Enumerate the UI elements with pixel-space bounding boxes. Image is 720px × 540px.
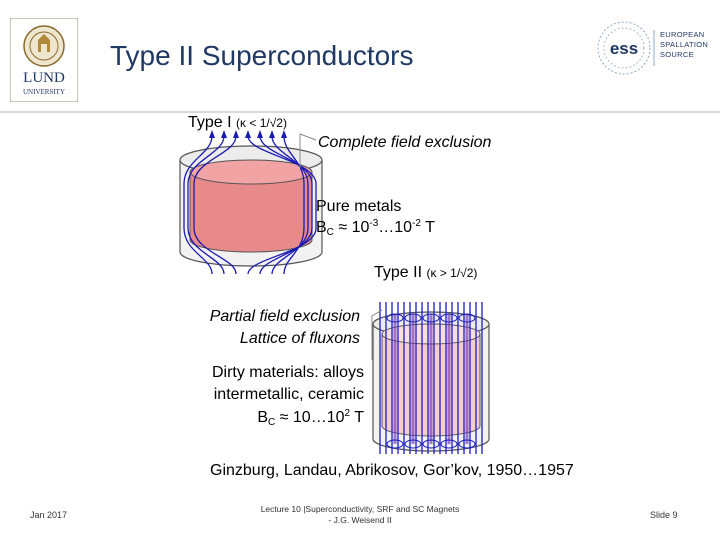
credits-line: Ginzburg, Landau, Abrikosov, Gor’kov, 19… <box>210 462 574 479</box>
bc-text: ≈ 10…10 <box>275 409 345 426</box>
footer-lecture-line2: - J.G. Weisend II <box>328 515 392 525</box>
ess-logo-text: EUROPEAN SPALLATION SOURCE <box>660 30 708 60</box>
type2-material-line2: intermetallic, ceramic <box>213 386 364 403</box>
type1-condition: (κ < 1/√2) <box>236 116 287 130</box>
bc-text: …10 <box>378 219 413 236</box>
lund-university-logo: LUND UNIVERSITY <box>10 18 78 102</box>
type2-condition: (κ > 1/√2) <box>426 266 478 280</box>
type1-material: Pure metals <box>316 198 402 215</box>
slide-number: Slide 9 <box>650 510 678 520</box>
type2-material-line1: Dirty materials: alloys <box>211 364 364 381</box>
lund-logo-line2: UNIVERSITY <box>23 88 65 96</box>
bc-unit: T <box>420 219 435 236</box>
bc-exponent: -2 <box>412 218 421 229</box>
type1-field-lines <box>183 135 317 275</box>
type1-label: Type I (κ < 1/√2) <box>188 114 287 132</box>
type1-label-text: Type I <box>188 114 232 131</box>
ess-mark: ess <box>610 39 638 58</box>
type2-critical-field: BC ≈ 10…102 T <box>150 408 364 428</box>
bc-subscript: C <box>326 227 334 238</box>
bc-exponent: -3 <box>369 218 379 229</box>
footer-date: Jan 2017 <box>30 510 68 520</box>
type2-description-line2: Lattice of fluxons <box>239 330 360 347</box>
type1-arrowheads <box>209 130 287 138</box>
type2-label-text: Type II <box>374 264 423 281</box>
type2-vortex-loops <box>386 313 476 449</box>
bc-symbol: B <box>257 409 268 426</box>
footer-lecture-info: Lecture 10 |Superconductivity, SRF and S… <box>250 504 470 526</box>
type1-cylinder-diagram <box>179 130 323 275</box>
type1-leader-line <box>299 133 317 168</box>
slide-header: LUND UNIVERSITY Type II Superconductors … <box>0 0 720 113</box>
slide-title: Type II Superconductors <box>110 40 414 71</box>
type2-cylinder-diagram <box>372 302 490 454</box>
bc-symbol: B <box>316 219 327 236</box>
type1-description: Complete field exclusion <box>318 134 492 151</box>
type2-leader-line <box>371 309 383 360</box>
footer-lecture-line1: Lecture 10 |Superconductivity, SRF and S… <box>260 504 460 514</box>
bc-subscript: C <box>268 417 276 428</box>
type2-vortex-cores <box>393 314 469 444</box>
ess-text-line: SOURCE <box>660 50 694 59</box>
type1-critical-field: BC ≈ 10-3…10-2 T <box>316 218 435 238</box>
ess-text-line: EUROPEAN <box>660 30 705 39</box>
ess-logo: ess <box>597 21 655 75</box>
type2-label: Type II (κ > 1/√2) <box>374 264 477 282</box>
bc-text: ≈ 10 <box>333 219 370 236</box>
type2-description-line1: Partial field exclusion <box>209 308 360 325</box>
bc-unit: T <box>350 409 364 426</box>
bc-exponent: 2 <box>344 408 351 419</box>
lund-logo-line1: LUND <box>23 70 65 86</box>
header-divider <box>0 111 720 113</box>
type2-fluxon-lines <box>379 302 483 454</box>
ess-text-line: SPALLATION <box>660 40 709 49</box>
